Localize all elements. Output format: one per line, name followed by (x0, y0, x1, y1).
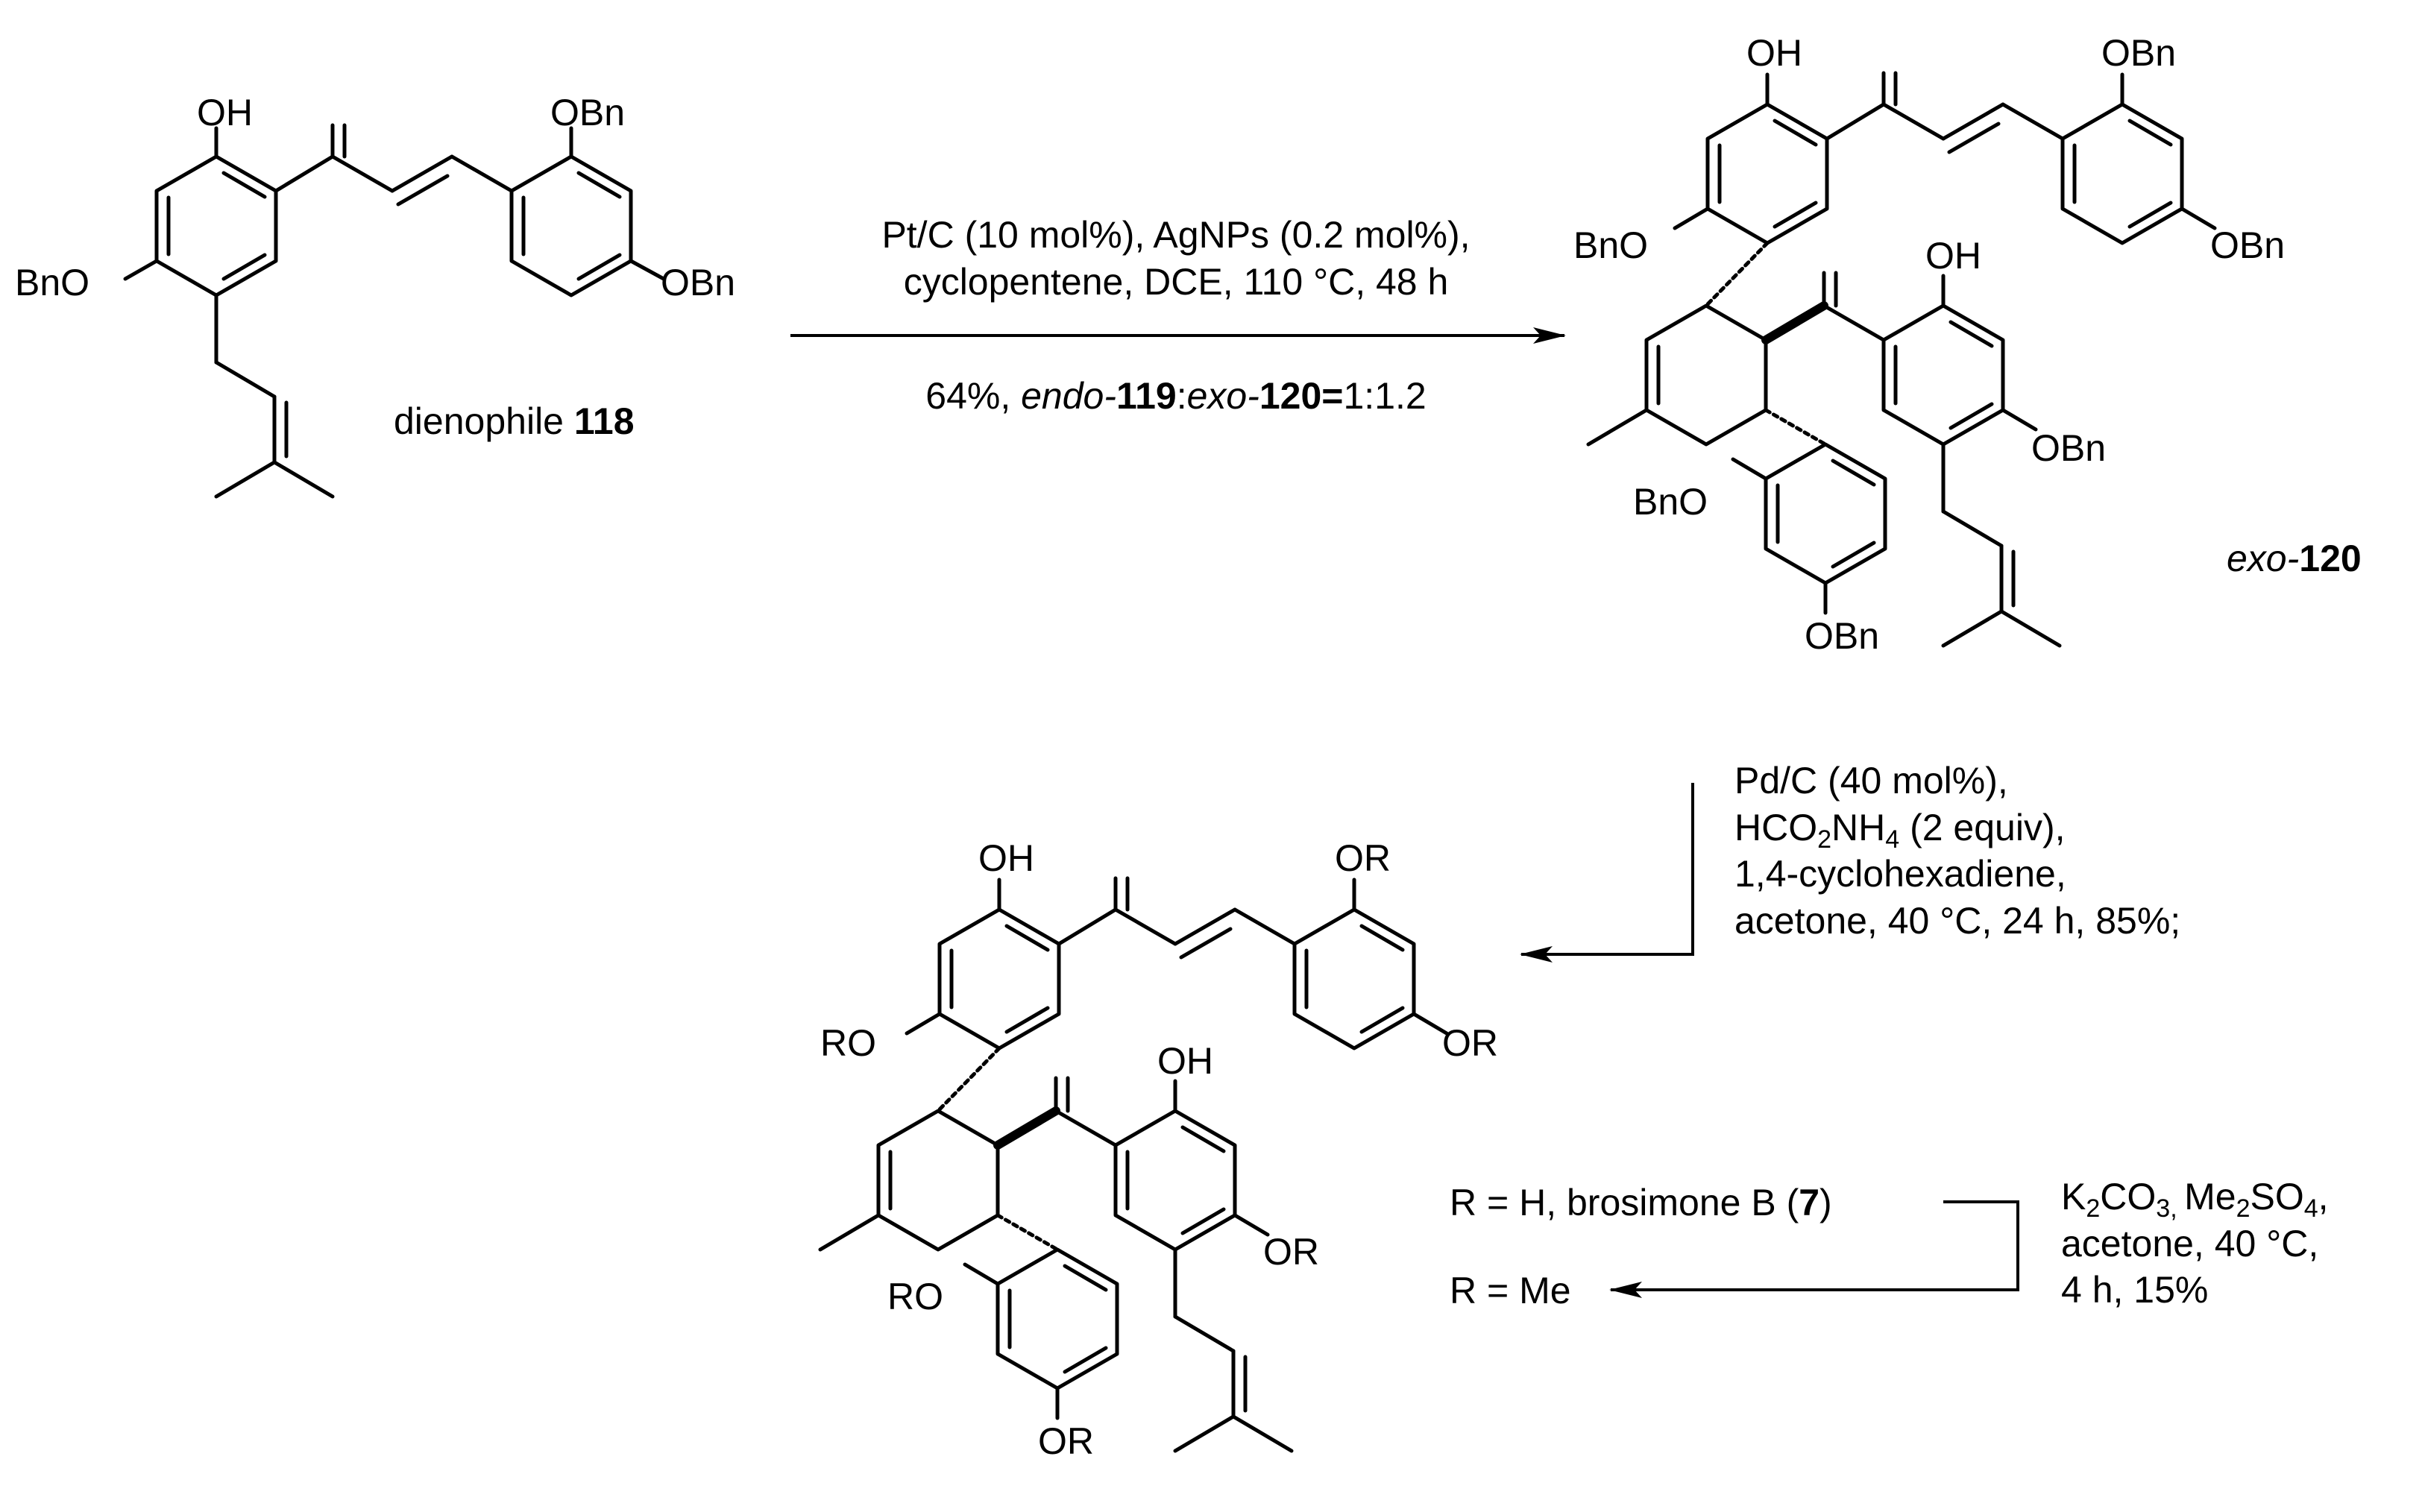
step2-line2-b: NH (1831, 806, 1886, 848)
exo120-oh-mid-label: OH (1925, 235, 1981, 277)
exo120-obn-bottom-label: OBn (1805, 615, 1879, 657)
dienophile-obn-top-label: OBn (550, 92, 625, 133)
r-h-label: R = H, brosimone B (7) (1450, 1184, 1832, 1221)
step1-exo-prefix: exo- (1186, 375, 1259, 417)
step3-line1-a: K (2061, 1176, 2086, 1218)
step3-line3: 4 h, 15% (2061, 1269, 2209, 1311)
r-h-prefix: R = H, brosimone B ( (1450, 1182, 1799, 1223)
exo120-label-prefix: exo- (2227, 538, 2300, 579)
step3-conditions: K2CO3, Me2SO4, acetone, 40 °C, 4 h, 15% (2061, 1174, 2329, 1314)
step2-line2: HCO2NH4 (2 equiv), (1734, 804, 2180, 854)
step3-line1-b: CO (2100, 1176, 2157, 1218)
step1-endo-prefix: endo- (1021, 375, 1117, 417)
step1-conditions: Pt/C (10 mol%), AgNPs (0.2 mol%), cyclop… (784, 212, 1567, 305)
exo120-obn-mid-label: OBn (2031, 427, 2106, 469)
r-h-suffix: ) (1819, 1182, 1832, 1223)
step3-line1: K2CO3, Me2SO4, (2061, 1174, 2329, 1223)
reaction-arrow-step2 (1520, 783, 1694, 963)
step1-ratio-eq: = (1321, 375, 1344, 417)
final-ro-low-label: RO (887, 1276, 943, 1317)
exo120-label-number: 120 (2299, 538, 2362, 579)
final-or-mid-label: OR (1263, 1231, 1319, 1273)
step1-ratio-value: 1:1.2 (1343, 375, 1427, 417)
step2-line4: acetone, 40 °C, 24 h, 85%; (1734, 899, 2181, 942)
exo120-obn-top-label: OBn (2101, 32, 2176, 74)
exo120-bno-low-label: BnO (1633, 481, 1708, 523)
dienophile-obn-right-label: OBn (661, 262, 735, 303)
dienophile-label: dienophile 118 (394, 403, 635, 440)
dienophile-number: 118 (573, 400, 635, 442)
step1-endo-number: 119 (1116, 375, 1177, 417)
step3-line2: acetone, 40 °C, (2061, 1222, 2319, 1264)
dienophile-label-text: dienophile (394, 400, 574, 442)
r-me-label: R = Me (1450, 1270, 1571, 1311)
dienophile-bno-left-label: BnO (15, 262, 89, 303)
step2-line2-sub2: 4 (1885, 825, 1900, 854)
r-h-number: 7 (1799, 1182, 1820, 1223)
step3-line1-sub1: 2 (2086, 1194, 2101, 1223)
step1-conditions-line1: Pt/C (10 mol%), AgNPs (0.2 mol%), (881, 214, 1471, 256)
step3-line1-c: Me (2184, 1176, 2236, 1218)
step2-line2-sub1: 2 (1817, 825, 1832, 854)
exo120-bno-left-label: BnO (1573, 224, 1648, 266)
step1-ratio-sep: : (1176, 375, 1187, 417)
step3-line1-e: , (2318, 1176, 2329, 1218)
step3-line1-sub4: 4 (2303, 1194, 2318, 1223)
step3-line1-d: SO (2250, 1176, 2304, 1218)
final-oh-top-label: OH (978, 837, 1034, 879)
step2-line2-c: (2 equiv), (1899, 806, 2066, 848)
reaction-arrow-step3 (1609, 1200, 2019, 1298)
step3-line1-sub3: 2 (2236, 1194, 2251, 1223)
step1-yield-prefix: 64%, (925, 375, 1022, 417)
step2-line3: 1,4-cyclohexadiene, (1734, 853, 2066, 895)
step2-line2-a: HCO (1734, 806, 1818, 848)
final-or-bottom-label: OR (1038, 1420, 1094, 1462)
exo-120-structure (1586, 71, 2217, 648)
step1-conditions-line2: cyclopentene, DCE, 110 °C, 48 h (903, 260, 1449, 303)
step2-line1: Pd/C (40 mol%), (1734, 760, 2008, 801)
step3-line1-sub2: 3, (2156, 1194, 2185, 1223)
exo120-label: exo-120 (2227, 540, 2362, 577)
dienophile-118-structure (123, 123, 666, 499)
step2-conditions: Pd/C (40 mol%), HCO2NH4 (2 equiv), 1,4-c… (1734, 757, 2180, 944)
final-ro-left-label: RO (820, 1022, 876, 1064)
final-or-right-label: OR (1442, 1022, 1498, 1064)
final-product-structure (818, 876, 1449, 1453)
step1-exo-number: 120 (1259, 375, 1322, 417)
step1-yield: 64%, endo-119:exo-120=1:1.2 (784, 373, 1567, 420)
exo120-obn-right-label: OBn (2210, 224, 2285, 266)
exo120-oh-top-label: OH (1746, 32, 1802, 74)
final-or-top-label: OR (1335, 837, 1391, 879)
dienophile-oh-label: OH (197, 92, 253, 133)
final-oh-mid-label: OH (1157, 1040, 1213, 1082)
